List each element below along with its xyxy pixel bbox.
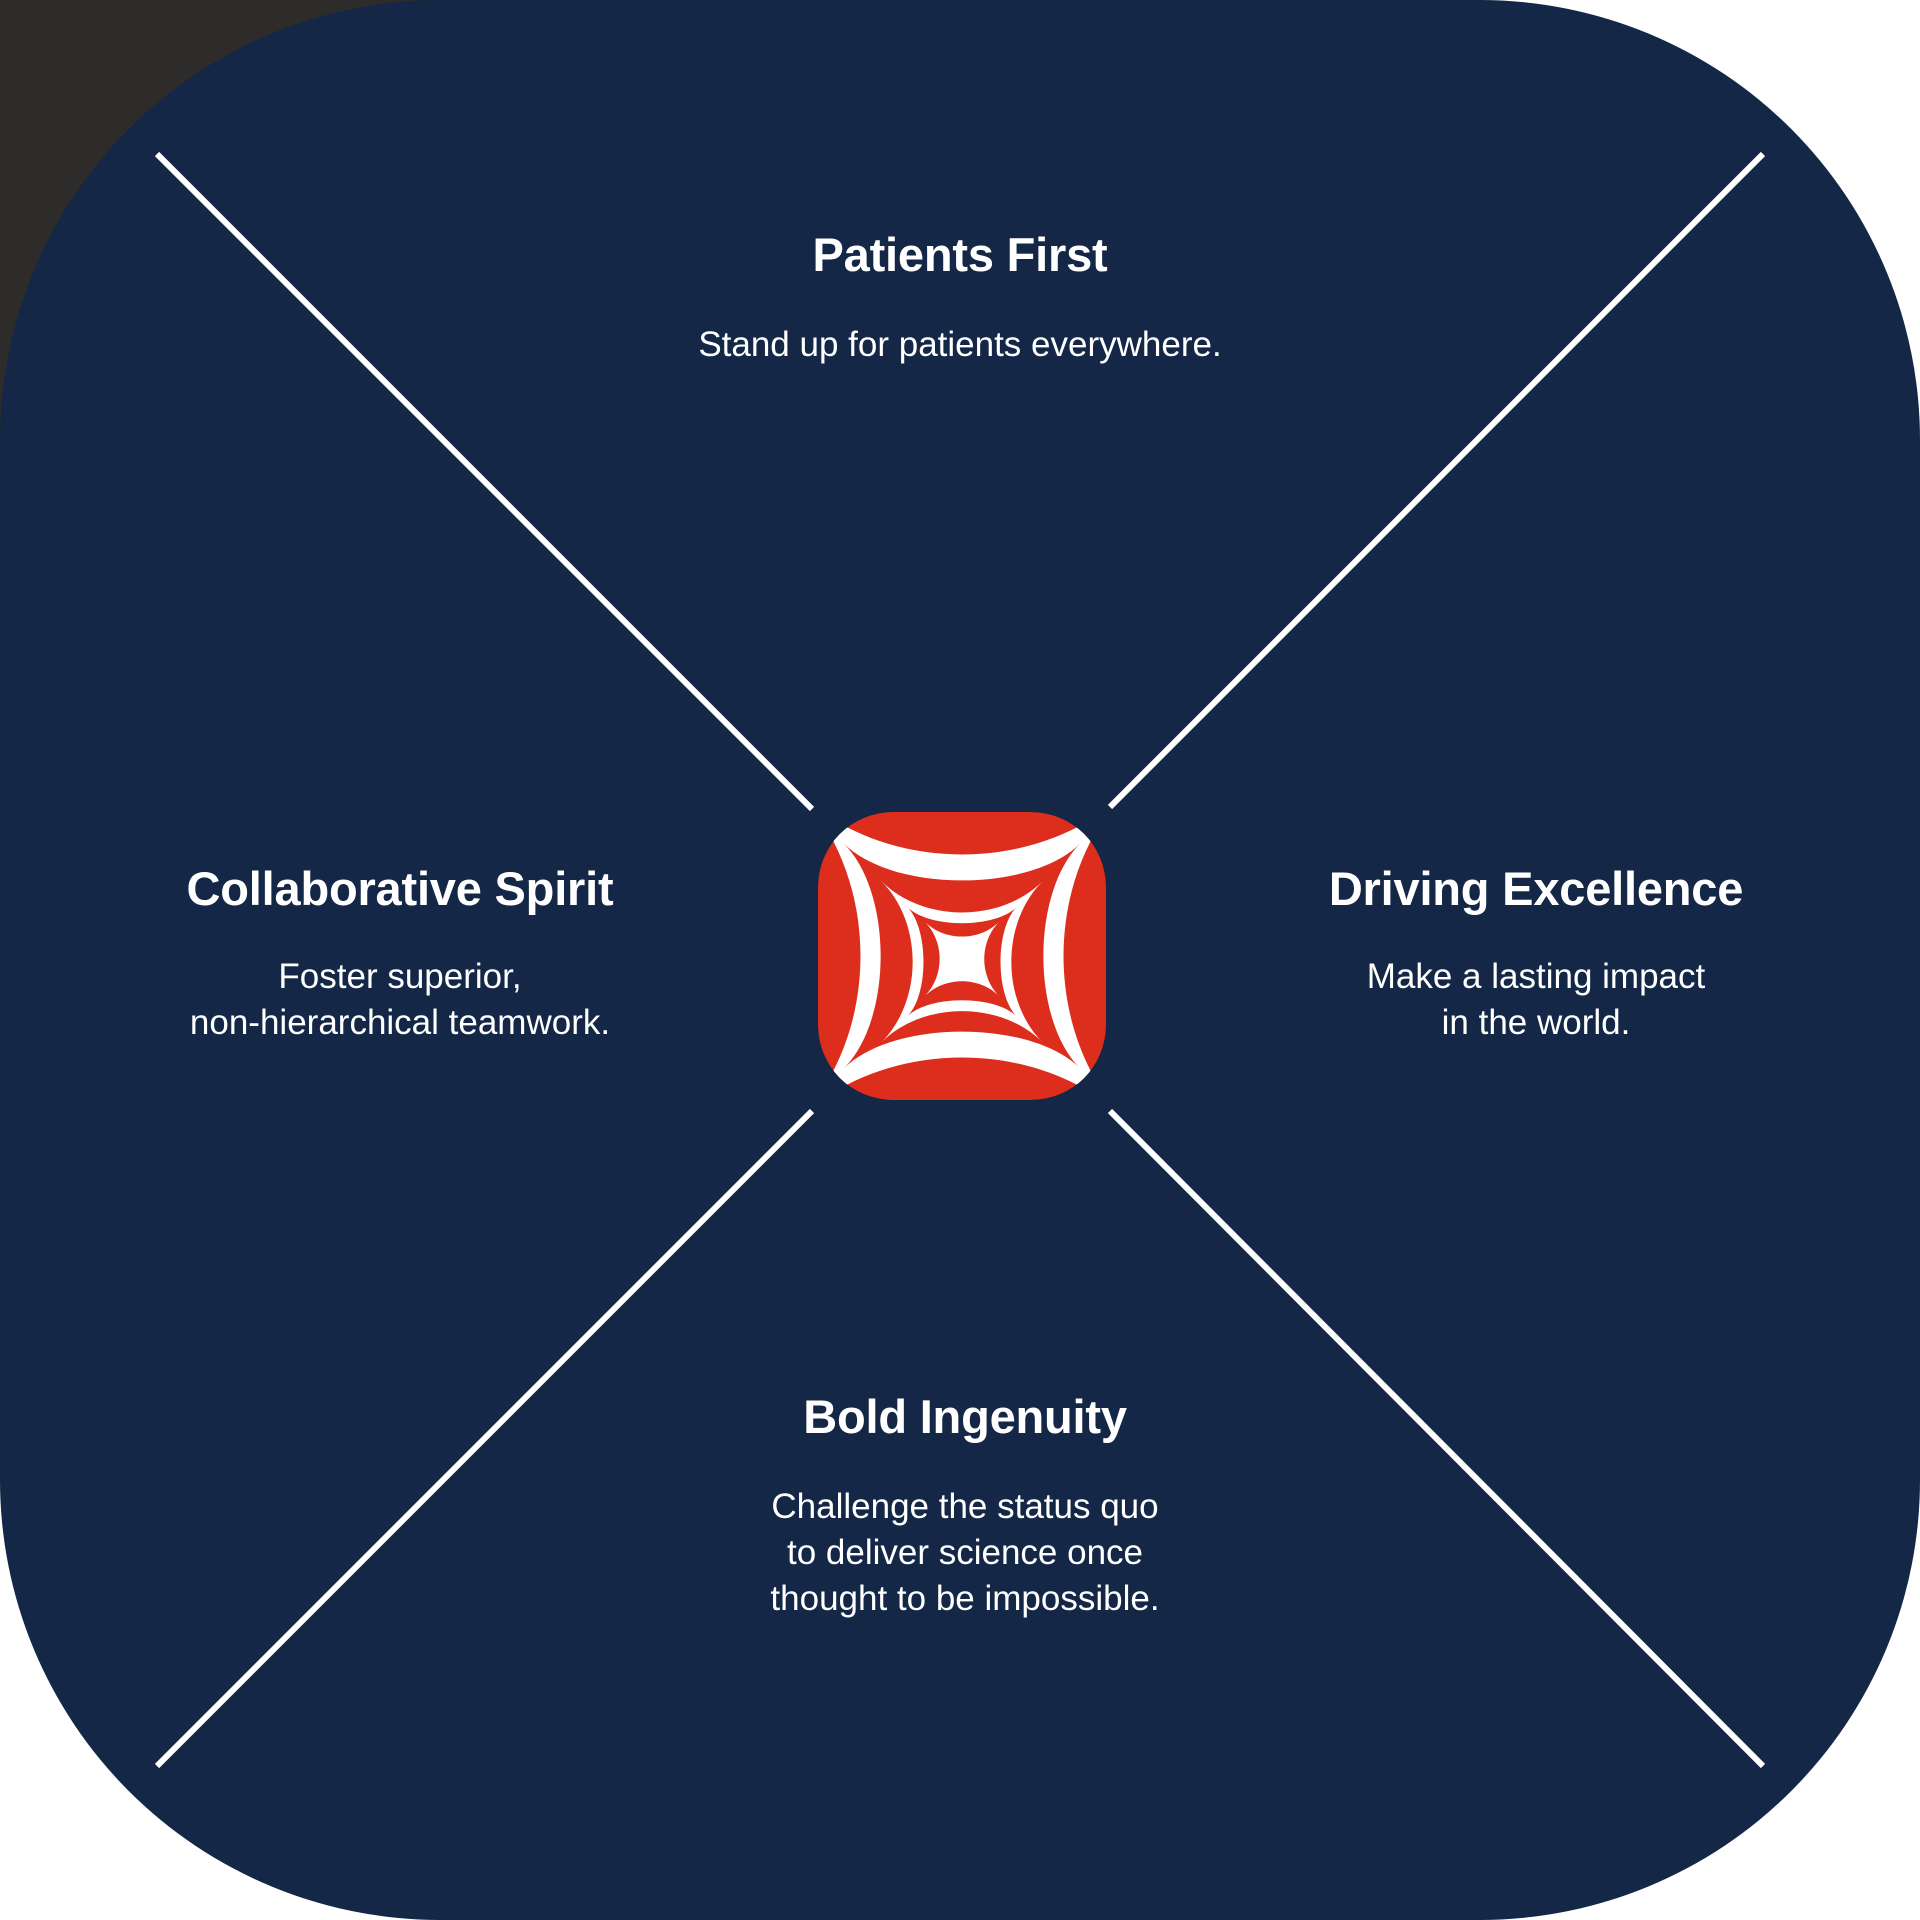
astroid-star-square-logo bbox=[818, 812, 1106, 1100]
logo-inner-star-band bbox=[881, 881, 1043, 1043]
value-description-bold-ingenuity: Challenge the status quo to deliver scie… bbox=[465, 1484, 1465, 1623]
value-block-bold-ingenuity: Bold Ingenuity Challenge the status quo … bbox=[465, 1390, 1465, 1623]
value-title-collaborative-spirit: Collaborative Spirit bbox=[186, 862, 614, 915]
value-block-collaborative-spirit: Collaborative Spirit Foster superior, no… bbox=[60, 862, 740, 1046]
value-description-line: Foster superior, bbox=[278, 957, 522, 997]
logo-center-star bbox=[924, 921, 1000, 997]
value-description-line: to deliver science once bbox=[786, 1533, 1144, 1573]
value-description-line: thought to be impossible. bbox=[770, 1579, 1160, 1619]
value-block-patients-first: Patients First Stand up for patients eve… bbox=[460, 228, 1460, 368]
value-title-bold-ingenuity: Bold Ingenuity bbox=[803, 1390, 1127, 1443]
value-description-line: Make a lasting impact bbox=[1366, 957, 1706, 997]
value-description-patients-first: Stand up for patients everywhere. bbox=[460, 322, 1460, 368]
value-description-line: Stand up for patients everywhere. bbox=[698, 325, 1222, 365]
value-title-patients-first: Patients First bbox=[812, 228, 1108, 281]
value-description-line: non-hierarchical teamwork. bbox=[189, 1003, 611, 1043]
value-block-driving-excellence: Driving Excellence Make a lasting impact… bbox=[1200, 862, 1872, 1046]
value-description-line: Challenge the status quo bbox=[771, 1487, 1159, 1527]
value-description-driving-excellence: Make a lasting impact in the world. bbox=[1200, 954, 1872, 1046]
value-description-collaborative-spirit: Foster superior, non-hierarchical teamwo… bbox=[60, 954, 740, 1046]
value-description-line: in the world. bbox=[1441, 1003, 1631, 1043]
value-title-driving-excellence: Driving Excellence bbox=[1328, 862, 1744, 915]
